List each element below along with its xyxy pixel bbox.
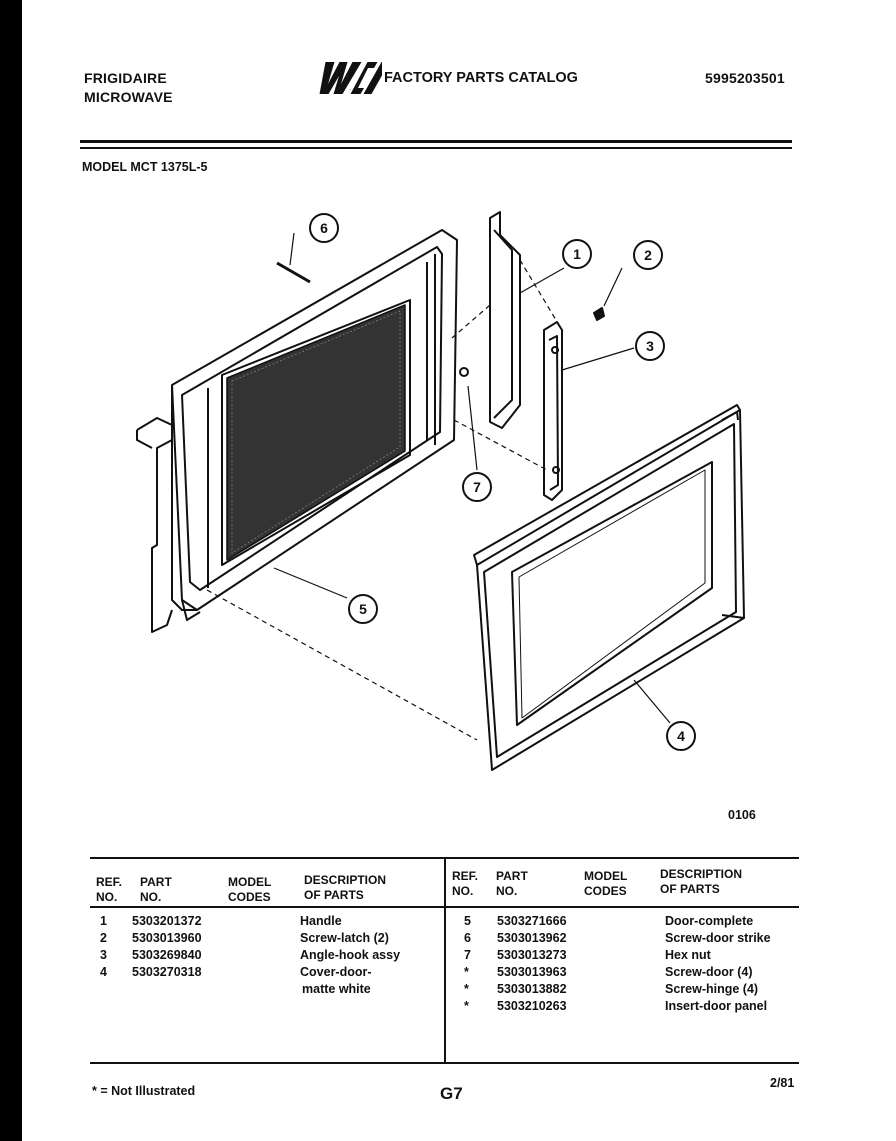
page-code: G7: [440, 1084, 463, 1103]
catalog-number: 5995203501: [705, 70, 785, 86]
table-row: 2: [100, 931, 107, 945]
part-number: 5303013882: [497, 982, 567, 996]
product-type: MICROWAVE: [84, 89, 173, 105]
callout-markers: [309, 213, 696, 751]
footnote: * = Not Illustrated: [92, 1084, 196, 1098]
cover-door-part: [473, 404, 745, 771]
part-description: Handle: [300, 914, 342, 928]
part-description: Cover-door-: [300, 965, 372, 979]
logo-text: WCI: [349, 89, 352, 91]
right-desc-column: Door-complete Screw-door strike Hex nut …: [665, 913, 771, 1015]
part-number: 5303210263: [497, 999, 567, 1013]
part-description: Screw-door (4): [665, 965, 753, 979]
right-part-column: 5303271666 5303013962 5303013273 5303013…: [497, 913, 567, 1015]
table-row: *: [464, 965, 469, 979]
table-row: 1: [100, 914, 107, 928]
left-desc-column: Handle Screw-latch (2) Angle-hook assy C…: [300, 913, 400, 998]
screw-latch-part: [593, 307, 605, 321]
callout-label-1: 1: [573, 246, 581, 262]
part-number: 5303013962: [497, 931, 567, 945]
catalog-title: FACTORY PARTS CATALOG: [384, 70, 578, 86]
part-number: 5303013963: [497, 965, 567, 979]
header-description: DESCRIPTION OF PARTS: [304, 873, 387, 902]
left-ref-column: 1 2 3 4: [100, 913, 107, 981]
callout-label-7: 7: [473, 479, 481, 495]
brand-name: FRIGIDAIRE: [84, 70, 167, 86]
header-model-codes-right: MODEL CODES: [584, 869, 628, 898]
table-bottom-rule: [90, 1062, 799, 1064]
table-row: *: [464, 982, 469, 996]
callout-2: [633, 240, 663, 270]
header-part-no-right: PART NO.: [496, 869, 528, 898]
figure-code: 0106: [728, 808, 756, 822]
callout-label-6: 6: [320, 220, 328, 236]
part-description: Screw-latch (2): [300, 931, 389, 945]
angle-hook-assembly-part: [543, 321, 563, 501]
header-part-no: PART NO.: [140, 875, 172, 904]
table-row: 7: [464, 948, 471, 962]
callout-6: [309, 213, 339, 243]
catalog-page: FRIGIDAIRE MICROWAVE WCI FACTORY PARTS C…: [22, 0, 896, 1141]
table-row: 3: [100, 948, 107, 962]
header-rule-thick: [80, 140, 792, 143]
table-row: 5: [464, 914, 471, 928]
screw-door-strike-part: [276, 261, 311, 284]
table-row: 6: [464, 931, 471, 945]
part-number: 5303013273: [497, 948, 567, 962]
callout-5: [348, 594, 378, 624]
door-mesh-screen: [226, 304, 406, 561]
callout-label-5: 5: [359, 601, 367, 617]
part-description: Angle-hook assy: [300, 948, 401, 962]
header-ref-no: REF. NO.: [96, 875, 123, 904]
revision-date: 2/81: [770, 1076, 795, 1090]
part-description: Door-complete: [665, 914, 754, 928]
part-description: Screw-door strike: [665, 931, 771, 945]
door-handle-part: [489, 211, 521, 429]
part-number: 5303201372: [132, 914, 202, 928]
table-row: 4: [100, 965, 107, 979]
header-rule-thin: [80, 147, 792, 149]
callout-4: [666, 721, 696, 751]
part-number: 5303269840: [132, 948, 202, 962]
part-description: Screw-hinge (4): [665, 982, 759, 996]
model-number: MODEL MCT 1375L-5: [82, 160, 208, 174]
table-center-divider: [444, 857, 446, 1062]
part-number: 5303271666: [497, 914, 567, 928]
callout-label-4: 4: [677, 728, 685, 744]
right-ref-column: 5 6 7 * * *: [464, 913, 471, 1015]
callout-3: [635, 331, 665, 361]
part-description: Hex nut: [665, 948, 711, 962]
callout-1: [562, 239, 592, 269]
leader-lines: [206, 232, 671, 741]
header-ref-no-right: REF. NO.: [452, 869, 479, 898]
door-frame-part: [136, 229, 458, 633]
part-number: 5303270318: [132, 965, 202, 979]
part-number: 5303013960: [132, 931, 202, 945]
part-description: Insert-door panel: [665, 999, 768, 1013]
callout-7: [462, 472, 492, 502]
part-description: matte white: [302, 982, 371, 996]
hex-nut-part: [459, 367, 469, 377]
table-row: *: [464, 999, 469, 1013]
header-model-codes: MODEL CODES: [228, 875, 272, 904]
callout-label-2: 2: [644, 247, 652, 263]
left-part-column: 5303201372 5303013960 5303269840 5303270…: [132, 913, 202, 981]
callout-label-3: 3: [646, 338, 654, 354]
exploded-parts-diagram: 1 2 3 4 5 6 7: [136, 211, 745, 771]
header-description-right: DESCRIPTION OF PARTS: [660, 867, 743, 896]
